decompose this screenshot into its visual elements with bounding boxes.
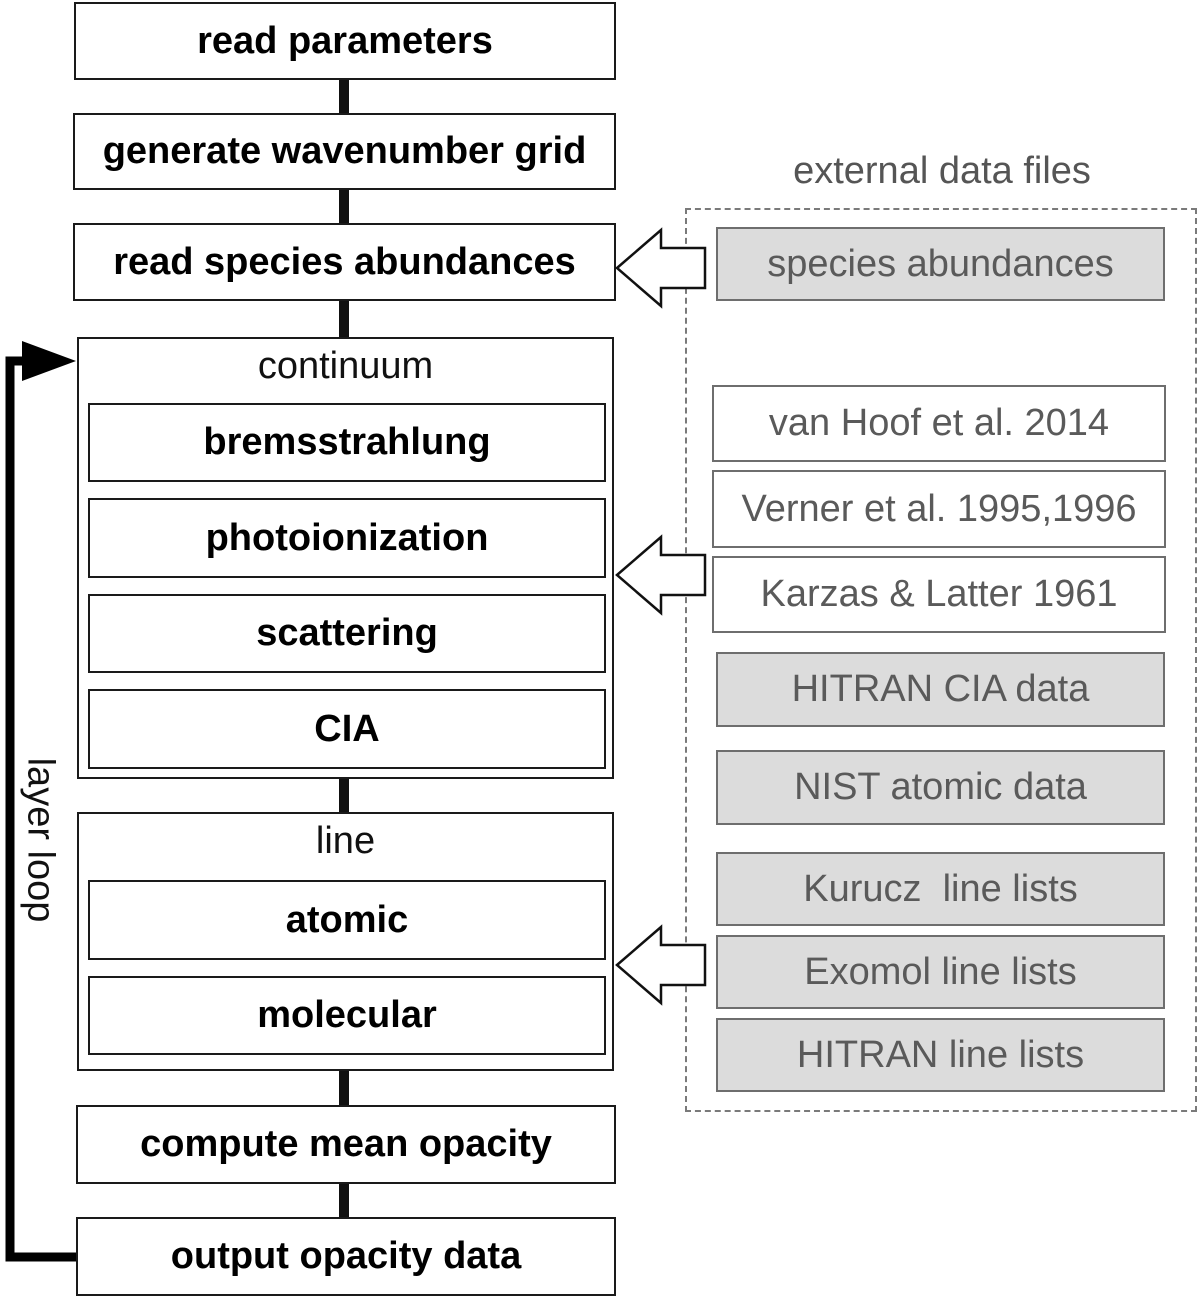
ext-nist-label: NIST atomic data xyxy=(794,766,1087,808)
layer-loop-label: layer loop xyxy=(19,757,62,923)
ext-karzas-latter: Karzas & Latter 1961 xyxy=(712,556,1166,633)
ext-line-list-label: HITRAN line lists xyxy=(796,1033,1085,1076)
continuum-item-label: photoionization xyxy=(205,516,489,559)
step-compute-mean-label: compute mean opacity xyxy=(140,1123,552,1165)
ext-species-abundances: species abundances xyxy=(716,227,1165,301)
connector-6 xyxy=(339,1183,349,1218)
connector-1 xyxy=(339,79,349,114)
ext-source-label: van Hoof et al. 2014 xyxy=(768,402,1110,444)
step-compute-mean-opacity: compute mean opacity xyxy=(76,1105,616,1184)
step-output-opacity: output opacity data xyxy=(76,1217,616,1296)
step-read-parameters: read parameters xyxy=(74,2,616,80)
ext-line-list-label: Exomol line lists xyxy=(804,950,1077,993)
ext-nist: NIST atomic data xyxy=(716,750,1165,825)
line-molecular: molecular xyxy=(88,976,606,1055)
connector-5 xyxy=(339,1070,349,1106)
continuum-label: continuum xyxy=(257,345,434,387)
connector-2 xyxy=(339,189,349,224)
ext-source-label: Verner et al. 1995,1996 xyxy=(741,487,1137,530)
ext-hitran-cia: HITRAN CIA data xyxy=(716,652,1165,727)
line-atomic: atomic xyxy=(88,880,606,960)
external-data-frame xyxy=(685,208,1197,1112)
step-generate-grid-label: generate wavenumber grid xyxy=(102,130,587,172)
continuum-item-label: CIA xyxy=(314,707,380,750)
ext-source-label: Karzas & Latter 1961 xyxy=(760,573,1118,615)
external-title: external data files xyxy=(793,150,1091,192)
step-read-abundances-label: read species abundances xyxy=(113,240,576,283)
abundance-arrow-icon xyxy=(615,227,707,309)
ext-species-label: species abundances xyxy=(767,242,1114,285)
step-generate-grid: generate wavenumber grid xyxy=(73,113,616,190)
connector-3 xyxy=(339,300,349,338)
ext-verner: Verner et al. 1995,1996 xyxy=(712,470,1166,548)
ext-kurucz: Kurucz line lists xyxy=(716,852,1165,926)
continuum-scattering: scattering xyxy=(88,594,606,673)
line-arrow-icon xyxy=(615,924,707,1006)
line-label: line xyxy=(315,820,376,862)
step-read-abundances: read species abundances xyxy=(73,223,616,301)
continuum-item-label: bremsstrahlung xyxy=(203,421,491,463)
ext-hitran-lines: HITRAN line lists xyxy=(716,1018,1165,1092)
layer-loop-arrowhead xyxy=(22,341,76,381)
continuum-arrow-icon xyxy=(615,534,707,616)
line-item-label: molecular xyxy=(257,994,437,1036)
ext-line-list-label: Kurucz line lists xyxy=(803,867,1078,910)
ext-van-hoof: van Hoof et al. 2014 xyxy=(712,385,1166,462)
step-read-parameters-label: read parameters xyxy=(197,19,493,62)
step-output-label: output opacity data xyxy=(170,1235,522,1277)
continuum-cia: CIA xyxy=(88,689,606,769)
continuum-photoionization: photoionization xyxy=(88,498,606,578)
layer-loop-line xyxy=(5,356,76,1262)
continuum-bremsstrahlung: bremsstrahlung xyxy=(88,403,606,482)
ext-exomol: Exomol line lists xyxy=(716,935,1165,1009)
line-item-label: atomic xyxy=(285,898,409,941)
connector-4 xyxy=(339,778,349,813)
ext-cia-label: HITRAN CIA data xyxy=(791,668,1090,710)
continuum-item-label: scattering xyxy=(256,612,438,654)
